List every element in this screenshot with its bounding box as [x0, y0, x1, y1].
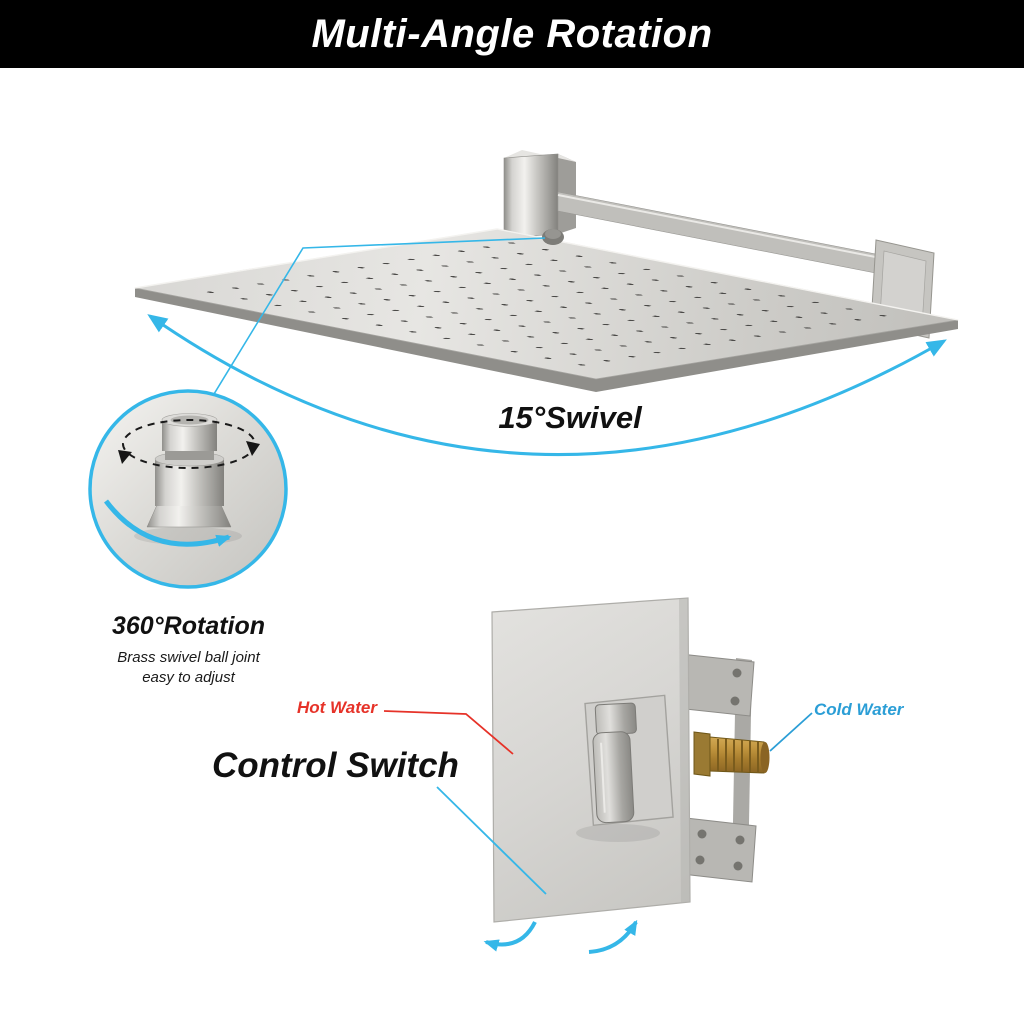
arm-highlight — [557, 194, 897, 262]
hot-water-label: Hot Water — [297, 698, 377, 717]
plate-edge-shade — [679, 598, 690, 903]
screw-hole — [732, 668, 742, 678]
rotation-title: 360°Rotation — [111, 612, 266, 640]
plate-edge-highlight — [134, 228, 959, 321]
hot-water-leader-line — [383, 710, 514, 755]
rotation-subtitle: Brass swivel ball joint easy to adjust — [66, 648, 311, 689]
handle-pivot — [594, 702, 637, 736]
joint-leader-line — [213, 237, 546, 395]
control-switch-label: Control Switch — [212, 746, 459, 785]
screw-hole — [730, 696, 740, 706]
mounting-bracket-bottom — [681, 817, 757, 883]
screw-hole — [697, 829, 707, 839]
control-valve — [491, 597, 770, 923]
dashed-arrowhead-right — [246, 441, 260, 456]
joint-base-skirt — [146, 504, 232, 528]
handle-swing-arrow-right — [588, 919, 638, 954]
dashed-arrowhead-left — [118, 450, 132, 464]
handle-lever — [592, 731, 635, 824]
screw-hole — [733, 861, 743, 871]
handle-swing-arrow-left — [483, 921, 537, 952]
cold-water-leader-line — [769, 712, 813, 752]
ball-joint-top — [545, 229, 561, 239]
shower-head-rim — [135, 288, 958, 392]
handle-shadow — [576, 824, 660, 842]
rotation-inset — [88, 389, 288, 589]
rotation-cyan-arrow — [104, 499, 232, 547]
rotation-subtitle-line1: Brass swivel ball joint — [117, 649, 260, 666]
banner-title: Multi-Angle Rotation — [311, 11, 713, 56]
screw-hole — [735, 835, 745, 845]
arm-block-top — [504, 150, 576, 162]
brass-end-cap — [760, 742, 770, 773]
arm-block-front — [503, 153, 559, 239]
swivel-arc-arrow — [147, 314, 947, 457]
title-banner: Multi-Angle Rotation — [0, 0, 1024, 68]
brass-collar — [693, 731, 711, 777]
cold-water-label: Cold Water — [814, 700, 904, 719]
valve-handle — [584, 694, 674, 827]
control-switch-leader-line — [436, 786, 547, 895]
brass-fitting — [693, 731, 770, 777]
rotation-subtitle-line2: easy to adjust — [142, 669, 235, 687]
lever-highlight — [600, 742, 606, 813]
joint-groove — [165, 450, 214, 460]
screw-hole — [695, 855, 705, 865]
swivel-angle-label: 15°Swivel — [498, 400, 642, 435]
